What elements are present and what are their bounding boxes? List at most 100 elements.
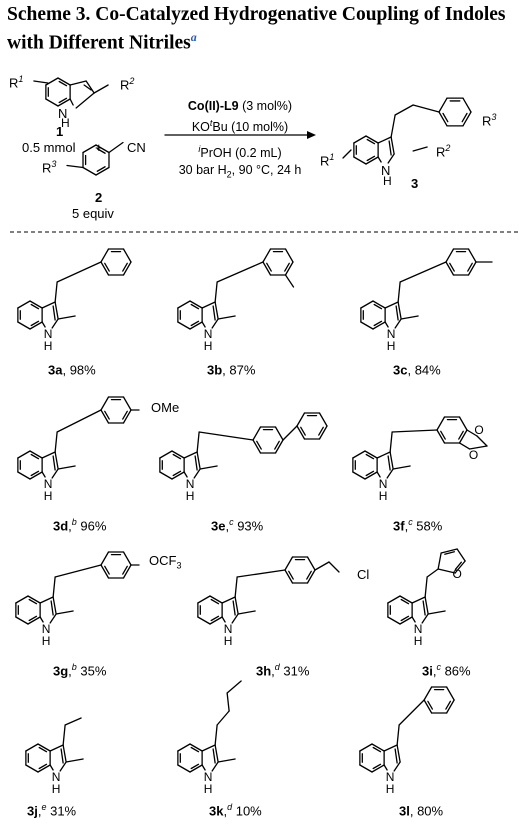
r2-label-product: R2 (436, 143, 451, 160)
product-structure-general (390, 136, 395, 155)
structure-3i-n-atom: N (414, 622, 423, 636)
reactant2-structure (96, 166, 106, 172)
product-label-3e: 3e,c 93% (211, 517, 264, 534)
structure-3e (252, 439, 262, 454)
ocf3-label: OCF3 (149, 553, 182, 571)
structure-3i (421, 613, 429, 624)
structure-3e (183, 451, 198, 459)
nh-label-product: N (381, 163, 391, 178)
structure-3f-o-atom: O (469, 448, 478, 462)
structure-3g (54, 564, 102, 578)
structure-3d-h-atom: H (44, 489, 53, 503)
structure-3d (30, 470, 40, 477)
structure-3k (214, 744, 219, 763)
product-label-3a: 3a, 98% (48, 362, 96, 378)
r1-label: R1 (9, 74, 24, 91)
structure-3f (391, 429, 438, 433)
reactant2-structure (82, 144, 97, 154)
structure-3g-n-atom: N (42, 622, 51, 636)
structure-3a (30, 320, 40, 327)
structure-3a-h-atom: H (44, 339, 53, 353)
structure-3e (199, 465, 218, 470)
structure-3d (122, 410, 128, 420)
structure-3f (468, 445, 488, 450)
temperature-line: 30 bar H2, 90 °C, 24 h (178, 163, 302, 180)
structure-3f (365, 470, 375, 477)
structure-3k (226, 692, 230, 712)
structure-3b (214, 301, 219, 320)
structure-3a (54, 281, 58, 303)
structure-3c (360, 300, 374, 309)
structure-3a (56, 261, 102, 283)
product-structure-general (462, 111, 472, 127)
plus-sign: + (95, 140, 103, 155)
structure-3g (15, 616, 29, 625)
structure-3l (445, 700, 452, 710)
structure-3k (216, 710, 230, 726)
structure-3a (41, 321, 46, 328)
structure-3h (210, 598, 220, 605)
structure-3b (190, 320, 200, 327)
structure-3i (424, 576, 428, 598)
nh-h-label-product: H (383, 174, 392, 188)
product-structure-general (353, 156, 367, 165)
structure-3h (288, 570, 294, 580)
structure-3e (318, 425, 328, 440)
product-structure-general (412, 104, 440, 113)
product-label-3j: 3j,e 31% (27, 802, 77, 819)
structure-3j (49, 764, 54, 771)
structure-3c (394, 318, 402, 329)
structure-3f-n-atom: N (379, 477, 388, 491)
product-structure-general (353, 135, 367, 144)
structure-3c (360, 321, 374, 330)
structure-3b (266, 262, 272, 272)
reactant1-structure (75, 92, 95, 109)
reactant2-number: 2 (95, 190, 103, 205)
structure-3b (214, 281, 218, 303)
structure-3e (172, 453, 182, 460)
structure-3l (359, 764, 373, 773)
structure-3d (30, 453, 40, 460)
product-label-3i: 3i,c 86% (422, 662, 471, 679)
structure-3h (221, 616, 226, 623)
structure-3l-n-atom: N (386, 770, 395, 784)
reactant1-structure (57, 98, 71, 107)
structure-3c (467, 248, 477, 263)
r3-label-product: R3 (482, 112, 497, 129)
structure-3i (422, 600, 426, 616)
product-number: 3 (411, 176, 419, 191)
structure-3d-n-atom: N (44, 477, 53, 491)
structure-3d (17, 471, 31, 480)
structure-3j (62, 744, 67, 763)
structure-3c (373, 320, 383, 327)
reactant1-structure (45, 77, 59, 86)
structure-3i (387, 595, 401, 604)
structure-3h (221, 596, 236, 604)
structure-3c (467, 262, 473, 272)
structure-3h (210, 615, 220, 622)
structure-3b (211, 318, 219, 329)
structure-3g (52, 576, 56, 598)
structure-3k (190, 763, 200, 770)
structure-3l (371, 764, 385, 773)
structure-3i (444, 551, 456, 555)
product-structure-general (388, 140, 392, 156)
structure-3g (28, 598, 38, 605)
structure-3j (49, 744, 64, 752)
reactant1-amount: 0.5 mmol (22, 140, 76, 155)
structure-3b (284, 274, 295, 288)
structure-3f (376, 451, 391, 459)
structure-3d (100, 409, 110, 424)
structure-3h-n-atom: N (224, 622, 233, 636)
scheme-title-text: Scheme 3. Co-Catalyzed Hydrogenative Cou… (7, 4, 506, 54)
structure-3e (183, 471, 188, 478)
structure-3i (387, 616, 401, 625)
structure-3e (300, 426, 306, 436)
structure-3f (440, 430, 446, 440)
product-structure-general (342, 149, 352, 159)
product-label-3k: 3k,d 10% (209, 802, 262, 819)
product-structure-general (462, 97, 472, 113)
structure-3j (25, 743, 39, 752)
reactant1-structure (33, 80, 49, 84)
structure-3b (190, 303, 200, 310)
